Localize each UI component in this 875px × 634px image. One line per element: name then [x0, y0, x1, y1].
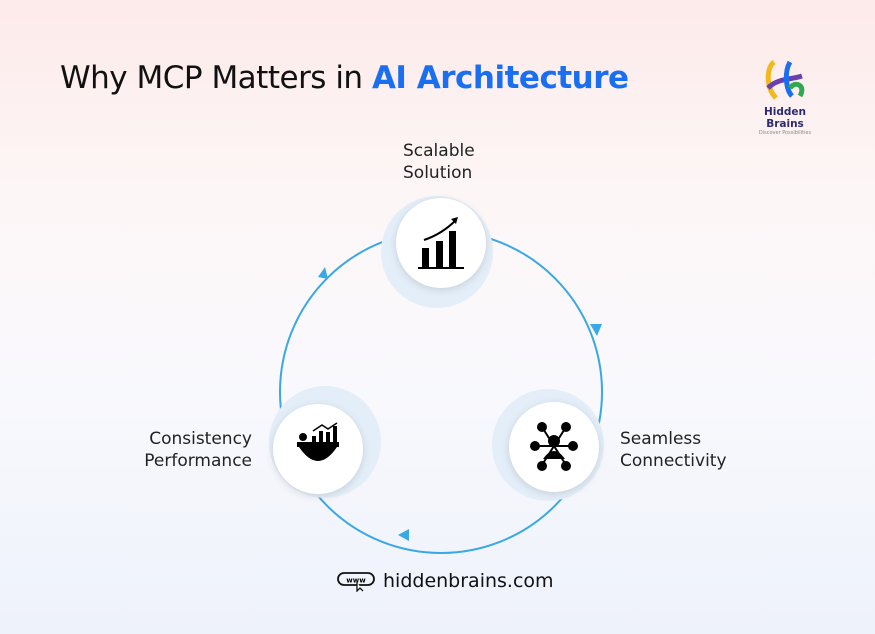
page-title: Why MCP Matters in AI Architecture [60, 60, 629, 96]
growth-bar-chart-icon [418, 217, 464, 269]
arrow-icon [318, 267, 328, 279]
arrow-icon [590, 324, 602, 336]
footer-url[interactable]: www hiddenbrains.com [337, 570, 554, 592]
arrow-icon [398, 529, 409, 541]
node-consistency [269, 386, 381, 498]
gear-person-chart-icon [297, 422, 339, 461]
logo-mark-icon [765, 60, 805, 100]
node-seamless [492, 389, 604, 501]
node-scalable [381, 196, 493, 308]
www-cursor-icon: www [337, 572, 375, 592]
network-person-icon [530, 422, 578, 471]
logo: Hidden Brains Discover Possibilities [745, 58, 825, 136]
svg-text:www: www [346, 577, 366, 585]
